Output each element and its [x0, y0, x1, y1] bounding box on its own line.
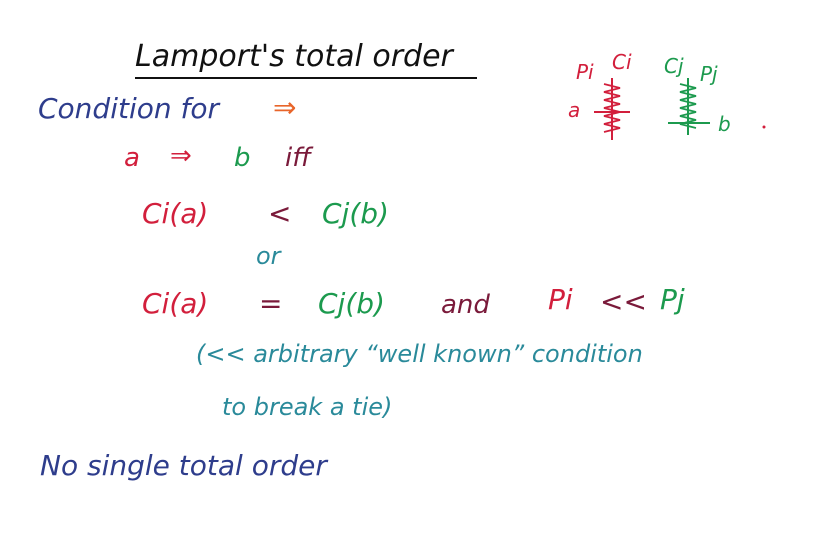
much-less-than: <<: [600, 285, 647, 318]
equals: =: [259, 287, 283, 320]
diagram-cj-label: Cj: [664, 54, 684, 78]
diagram-a-label: a: [568, 98, 581, 122]
arrow-icon: ⇒: [170, 141, 192, 171]
event-b: b: [234, 143, 251, 173]
and-label: and: [441, 290, 490, 320]
tie-note: (<< arbitrary “well known” condition: [196, 340, 643, 368]
process-pj: Pj: [660, 283, 685, 316]
arrow-icon: ⇒: [273, 91, 297, 124]
diagram-ci-label: Ci: [612, 50, 632, 74]
tie-note-cont: to break a tie): [222, 393, 393, 421]
conclusion: No single total order: [40, 449, 327, 482]
title-underline: [135, 77, 477, 79]
diagram-b-label: b: [718, 112, 731, 136]
or-label: or: [256, 242, 281, 270]
clock-cj-b-eq: Cj(b): [318, 287, 385, 320]
process-pi: Pi: [548, 283, 573, 316]
clock-ci-a: Ci(a): [142, 197, 209, 230]
iff-label: iff: [285, 143, 311, 173]
clock-ci-a-eq: Ci(a): [142, 287, 209, 320]
clock-cj-b: Cj(b): [322, 197, 389, 230]
diagram-pj-label: Pj: [700, 62, 718, 86]
less-than: <: [268, 197, 292, 230]
condition-label: Condition for: [38, 92, 220, 125]
page-title: Lamport's total order: [135, 39, 453, 74]
diagram-pi-label: Pi: [576, 60, 594, 84]
event-a: a: [124, 143, 140, 173]
